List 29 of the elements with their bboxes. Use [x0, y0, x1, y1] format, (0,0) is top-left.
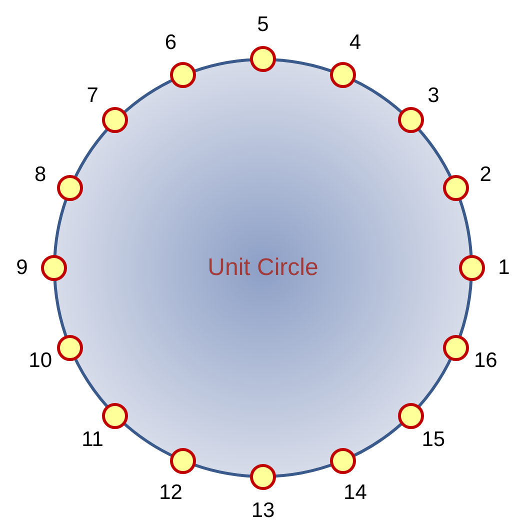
point-number: 5 [257, 13, 269, 37]
unit-circle [52, 57, 474, 479]
point-marker [170, 448, 196, 474]
point-number: 11 [82, 428, 104, 452]
point-number: 12 [159, 480, 182, 504]
point-number: 15 [422, 428, 446, 452]
point-marker [459, 255, 485, 281]
point-number: 14 [344, 480, 367, 504]
point-number: 13 [251, 499, 275, 523]
point-marker [330, 62, 356, 88]
point-marker [443, 175, 470, 202]
point-number: 10 [28, 348, 52, 373]
point-marker [250, 46, 276, 72]
point-number: 4 [349, 31, 362, 56]
point-marker [41, 255, 67, 281]
point-marker [250, 464, 276, 490]
point-number: 3 [428, 84, 440, 108]
point-number: 9 [16, 256, 28, 280]
point-number: 16 [474, 348, 498, 373]
point-marker [56, 334, 83, 361]
point-number: 1 [498, 256, 510, 280]
circle-label: Unit Circle [206, 254, 320, 282]
point-number: 8 [34, 163, 46, 187]
point-number: 7 [86, 84, 98, 108]
point-number: 2 [480, 163, 492, 187]
point-marker [170, 62, 196, 88]
point-marker [56, 175, 83, 202]
point-marker [102, 107, 128, 134]
point-number: 6 [164, 31, 177, 56]
